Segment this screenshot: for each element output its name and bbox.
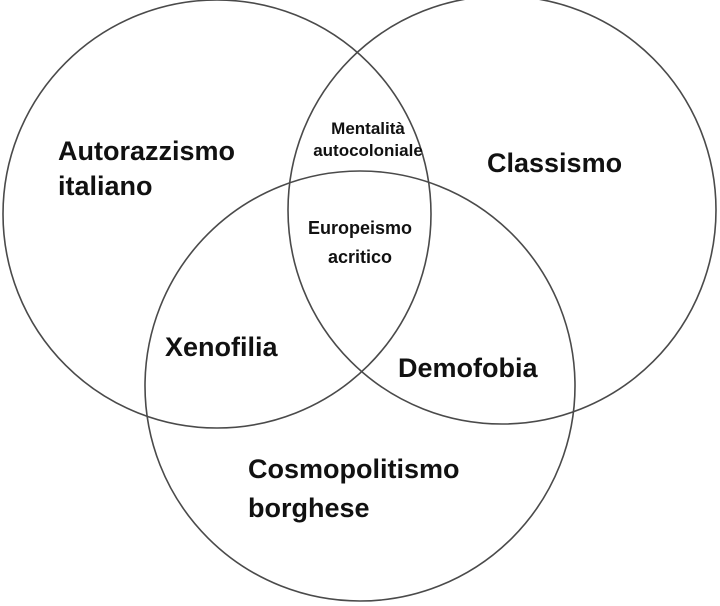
label-mentalita-autocoloniale: Mentalità autocoloniale (293, 118, 443, 162)
label-line: italiano (58, 171, 153, 202)
label-classismo: Classismo (487, 148, 623, 178)
label-line: Europeismo (307, 218, 413, 238)
label-europeismo-acritico: Europeismo acritico (285, 214, 435, 272)
circle-classismo (287, 0, 717, 425)
label-cosmopolitismo-borghese: Cosmopolitismo borghese (248, 450, 460, 528)
label-line: Cosmopolitismo (248, 454, 460, 484)
label-demofobia: Demofobia (398, 353, 538, 383)
label-line: borghese (248, 493, 370, 524)
label-xenofilia: Xenofilia (165, 332, 278, 362)
circle-cosmopolitismo (144, 170, 576, 602)
label-line: Mentalità (331, 119, 405, 138)
circle-autorazzismo (2, 0, 432, 429)
label-autorazzismo-italiano: Autorazzismo italiano (58, 134, 235, 204)
label-line: autocoloniale (313, 141, 423, 161)
label-line: acritico (327, 246, 393, 267)
label-line: Autorazzismo (58, 136, 236, 166)
